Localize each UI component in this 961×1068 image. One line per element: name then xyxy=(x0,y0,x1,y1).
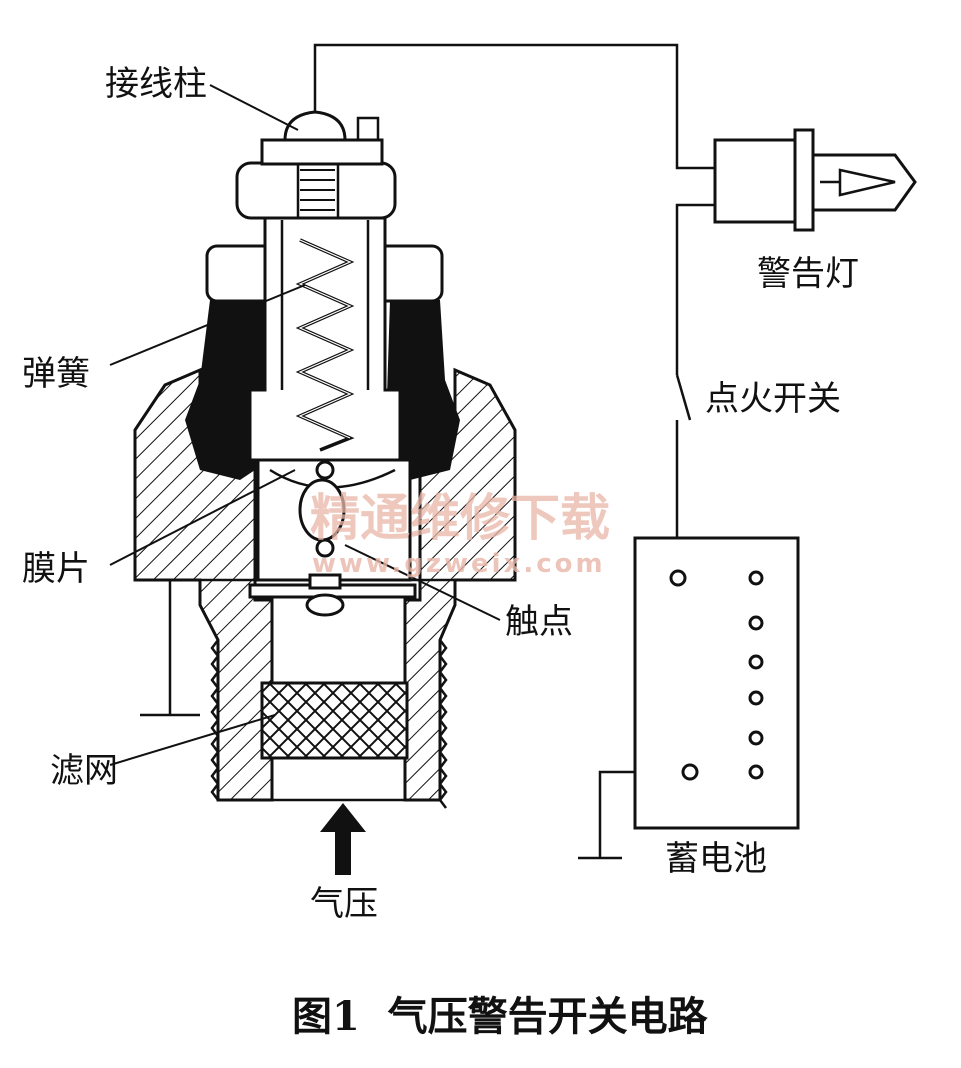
thread-left xyxy=(210,639,220,801)
label-contact: 触点 xyxy=(505,602,573,642)
label-battery: 蓄电池 xyxy=(665,839,767,879)
part-labels: 接线柱 弹簧 膜片 滤网 触点 气压 警告灯 点火开关 蓄电池 xyxy=(22,64,859,924)
battery-terminal-positive xyxy=(669,569,687,587)
ignition-switch-blade xyxy=(675,374,692,421)
label-diaphragm: 膜片 xyxy=(22,549,90,589)
battery-terminal-negative xyxy=(681,763,699,781)
contact-point-upper xyxy=(315,538,335,558)
label-terminal: 接线柱 xyxy=(105,64,207,104)
warning-lamp-icon xyxy=(713,128,917,232)
watermark-url: www.gzweix.com xyxy=(312,549,606,579)
filter-mesh xyxy=(260,681,409,760)
figure-caption: 图1 气压警告开关电路 xyxy=(292,993,709,1040)
label-spring: 弹簧 xyxy=(22,354,90,394)
air-pressure-arrow xyxy=(320,803,366,875)
label-air-pressure: 气压 xyxy=(310,884,378,924)
thread-right xyxy=(438,639,448,809)
spring-assembly xyxy=(248,216,402,462)
leader-lines xyxy=(109,84,501,766)
watermark-title: 精通维修下载 xyxy=(310,488,610,547)
label-ignition-switch: 点火开关 xyxy=(705,379,841,419)
housing-ground xyxy=(140,580,200,717)
watermark: 精通维修下载 www.gzweix.com xyxy=(310,488,610,579)
diaphragm-assembly xyxy=(248,458,417,617)
label-warning-lamp: 警告灯 xyxy=(757,254,859,294)
label-filter: 滤网 xyxy=(50,751,118,791)
battery-icon xyxy=(633,536,800,830)
